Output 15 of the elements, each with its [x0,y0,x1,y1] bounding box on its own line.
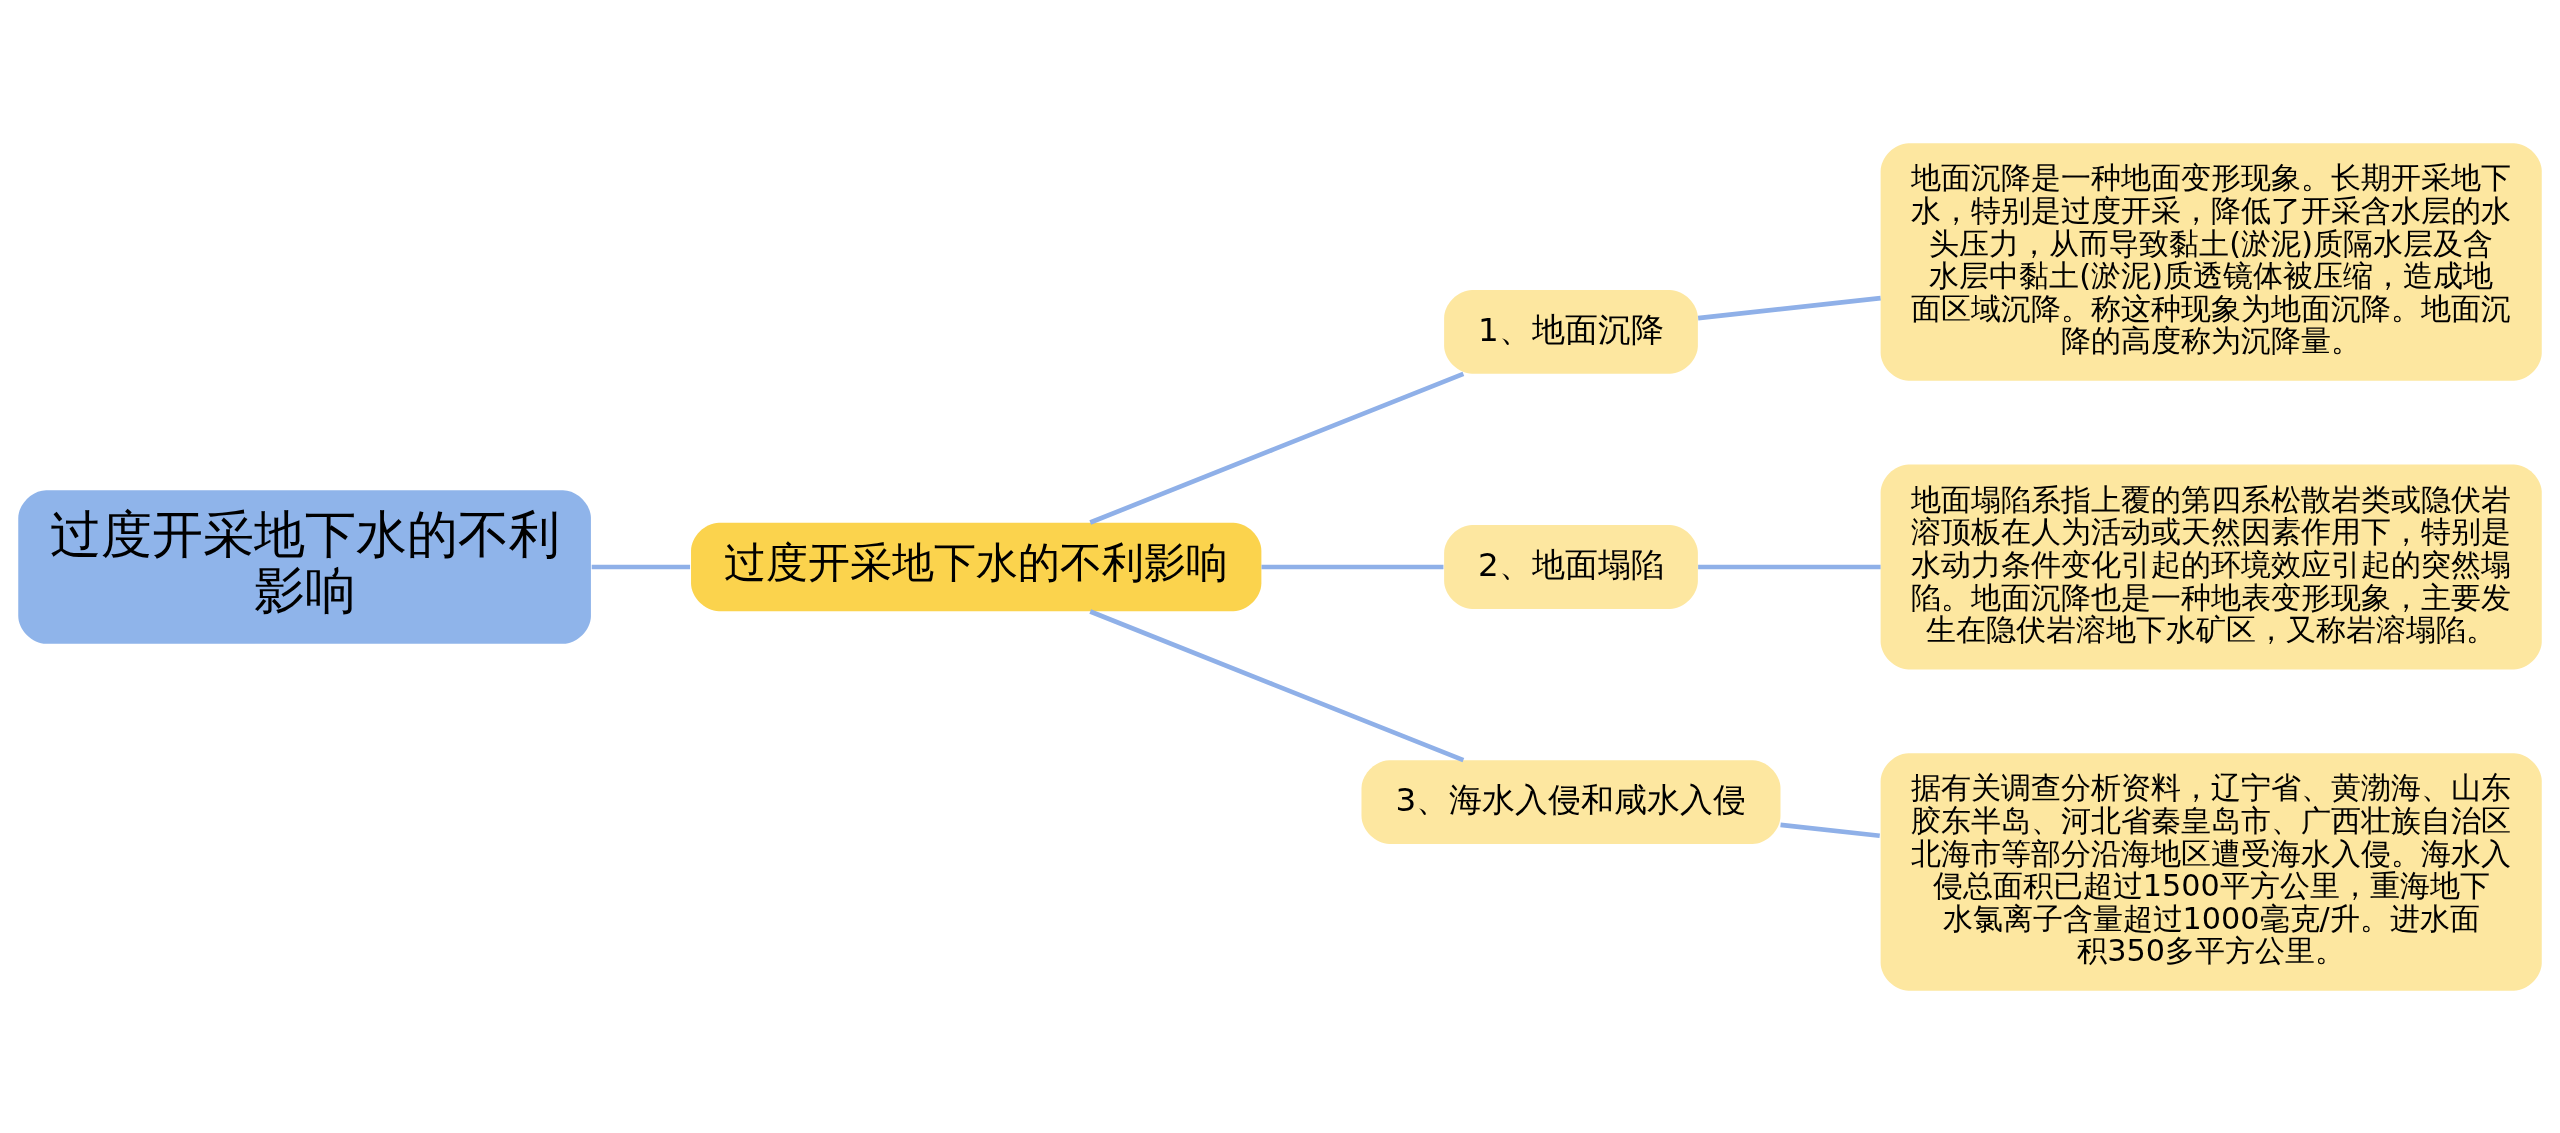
connector [1089,608,1465,762]
node-box: 1、地面沉降 [1444,289,1698,374]
connector [1089,371,1465,525]
node-box: 2、地面塌陷 [1444,524,1698,609]
node-box: 据有关调查分析资料，辽宁省、黄渤海、山东胶东半岛、河北省秦皇岛市、广西壮族自治区北海市等部分沿海地区遭受海水入侵。海水入侵总面积已超过1500平方公里，重海地下水氯离子含量超过1000毫克/升。进水面积350多平方公里。 [1880,752,2542,991]
node-box: 过度开采地下水的不利影响 [691,522,1262,611]
node-box: 地面塌陷系指上覆的第四系松散岩类或隐伏岩溶顶板在人为活动或天然因素作用下，特别是水动力条件变化引起的环境效应引起的突然塌陷。地面沉降也是一种地表变形现象，主要发生在隐伏岩溶地下水矿区，又称岩溶塌陷。 [1880,464,2542,669]
connector [1697,295,1881,320]
node-box: 过度开采地下水的不利影响 [18,489,591,644]
node-box: 3、海水入侵和咸水入侵 [1361,759,1781,844]
connector [591,564,691,569]
connector [1698,564,1881,569]
node-box: 地面沉降是一种地面变形现象。长期开采地下水，特别是过度开采，降低了开采含水层的水头压力，从而导致黏土(淤泥)质隔水层及含水层中黏土(淤泥)质透镜体被压缩，造成地面区域沉降。称这种现象为地面沉降。地面沉降的高度称为沉降量。 [1880,142,2542,381]
connector [1261,564,1444,569]
connector [1780,822,1880,838]
